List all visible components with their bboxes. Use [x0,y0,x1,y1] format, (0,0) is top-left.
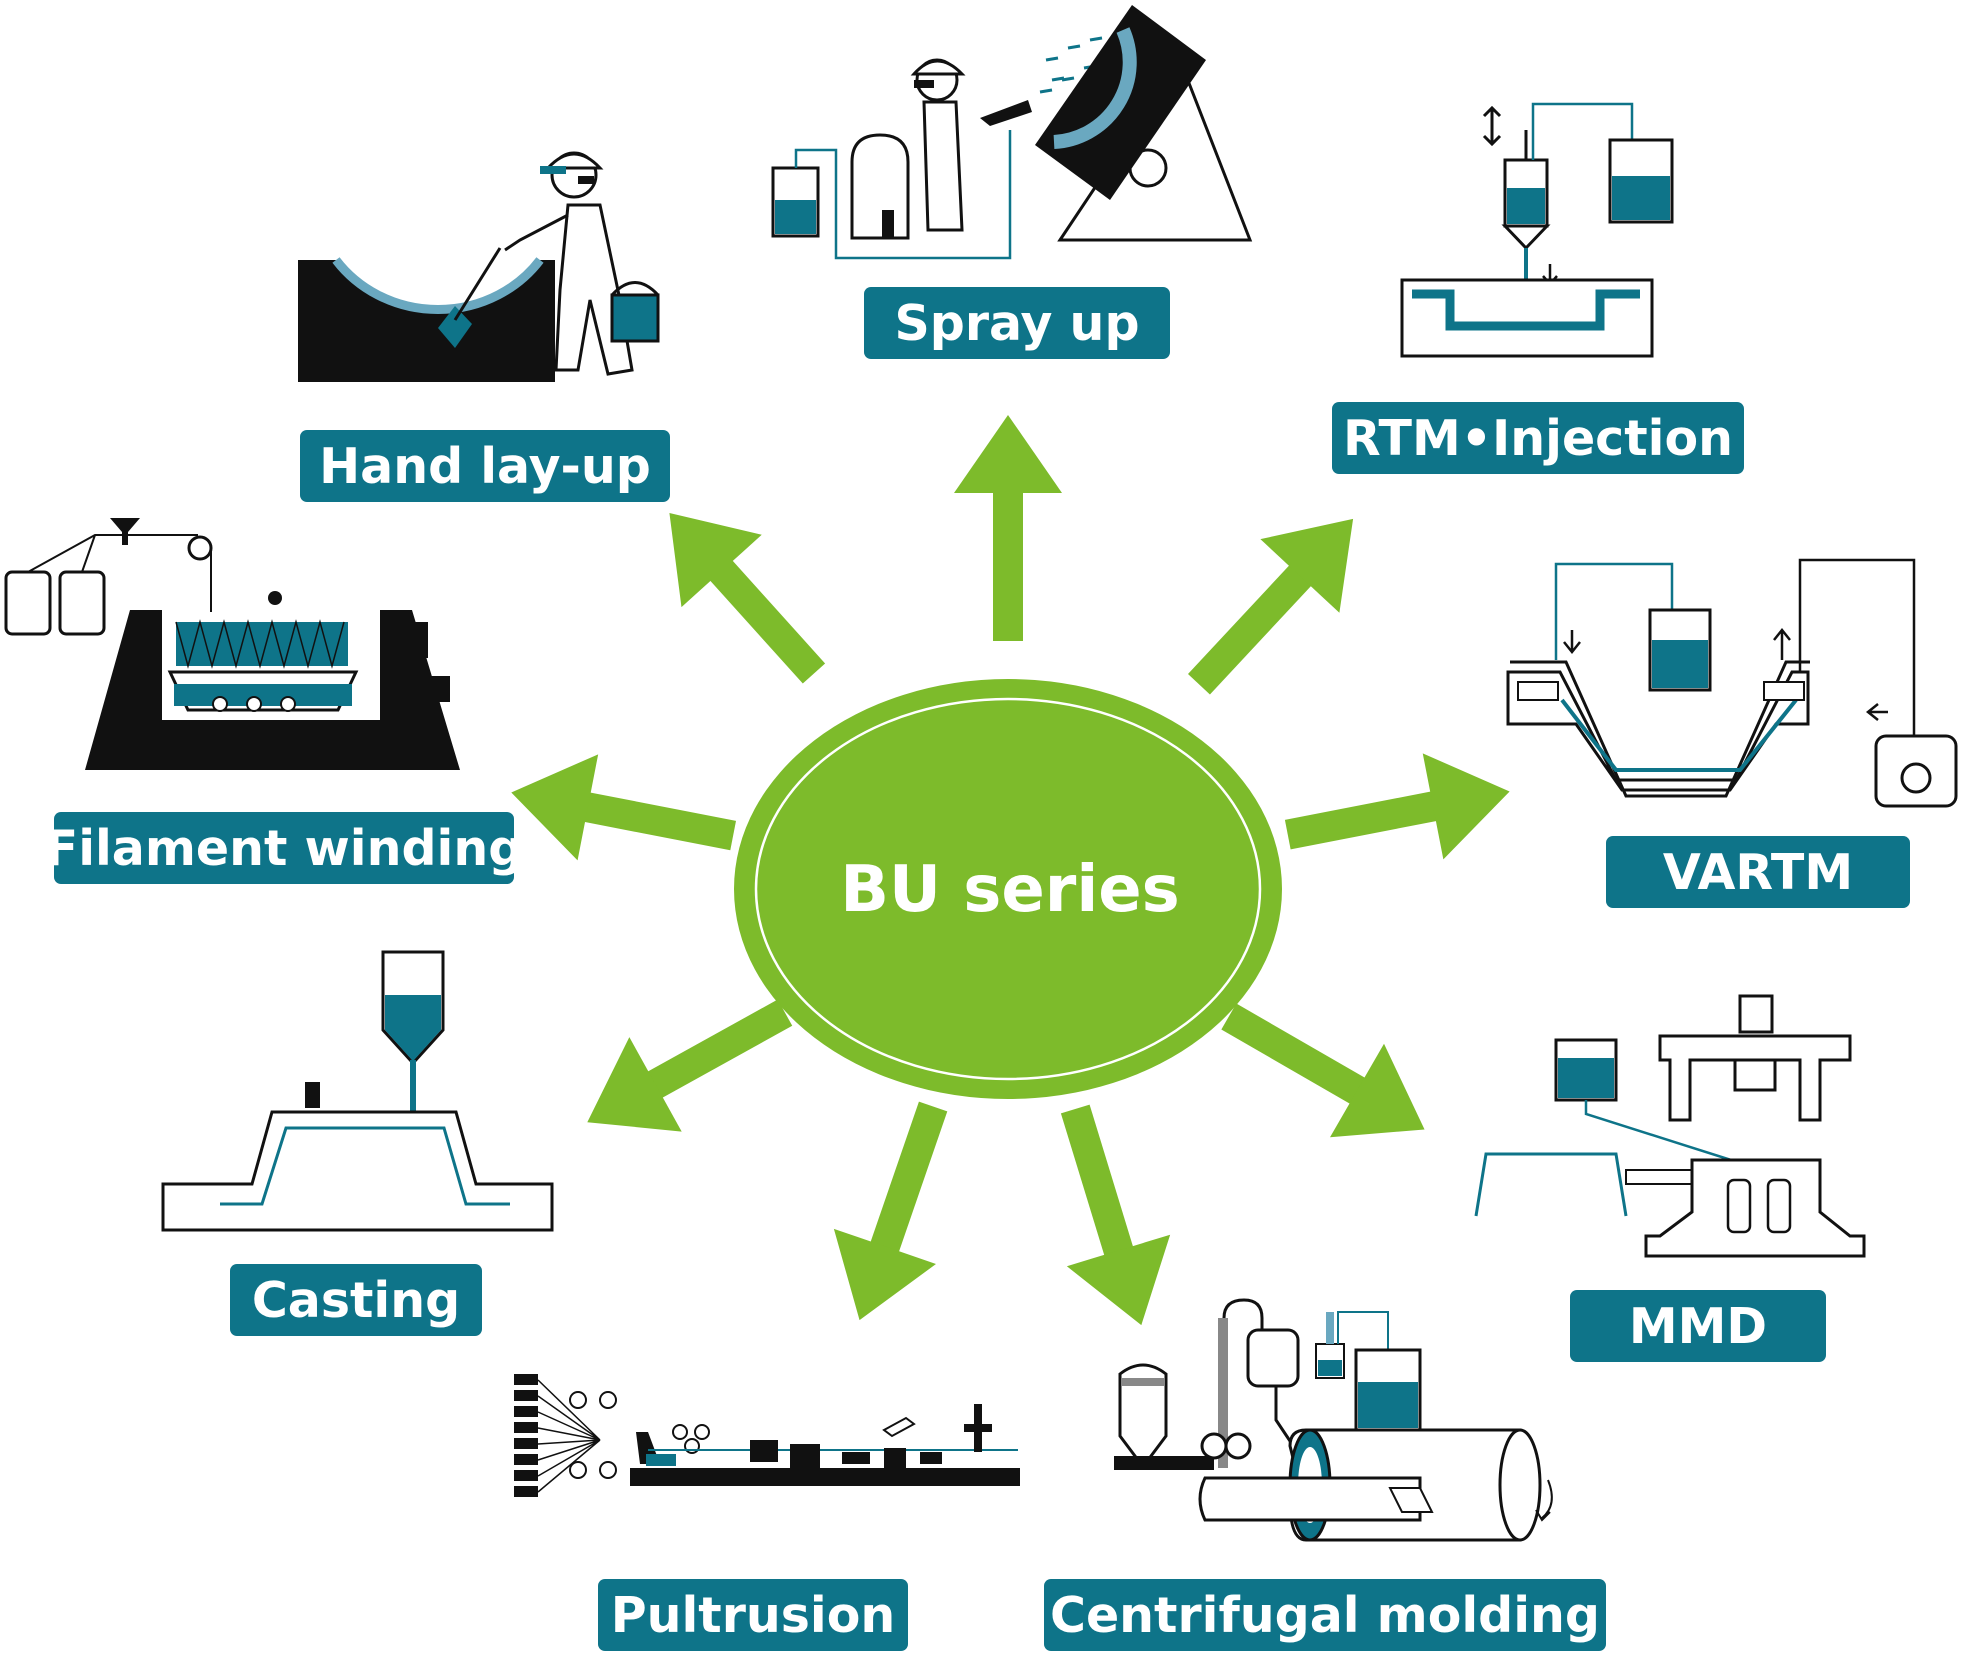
casting-illustration [161,950,554,1232]
pultrusion-illustration [514,1374,1020,1497]
center-node [734,679,1282,1099]
arrow-casting [561,999,793,1170]
mmd-illustration [1474,994,1866,1258]
vartm-illustration [1506,558,1958,808]
center-label: BU series [840,853,1180,927]
centrifugal-molding-illustration [1114,1298,1553,1542]
label-spray-up: Spray up [864,287,1170,359]
label-casting: Casting [230,1264,482,1336]
arrow-spray-up [954,415,1062,641]
arrow-centrifugal-molding [1060,1104,1193,1341]
arrow-rtm-injection [1187,482,1393,695]
label-filament-winding: Filament winding [45,812,523,884]
arrow-mmd [1221,1003,1452,1177]
label-vartm: VARTM [1606,836,1910,908]
rtm-injection-illustration [1400,102,1674,358]
label-hand-lay-up: Hand lay-up [300,430,670,502]
filament-winding-illustration [4,518,460,770]
label-mmd: MMD [1570,1290,1826,1362]
hand-lay-up-illustration [298,151,660,382]
label-centrifugal-molding: Centrifugal molding [1044,1579,1606,1651]
spray-up-illustration [771,5,1253,260]
arrow-vartm [1284,738,1520,860]
label-pultrusion: Pultrusion [598,1579,908,1651]
arrow-hand-lay-up [629,476,826,684]
label-rtm-injection: RTM•Injection [1332,402,1744,474]
arrow-filament-winding [500,739,737,861]
arrow-pultrusion [808,1101,948,1338]
